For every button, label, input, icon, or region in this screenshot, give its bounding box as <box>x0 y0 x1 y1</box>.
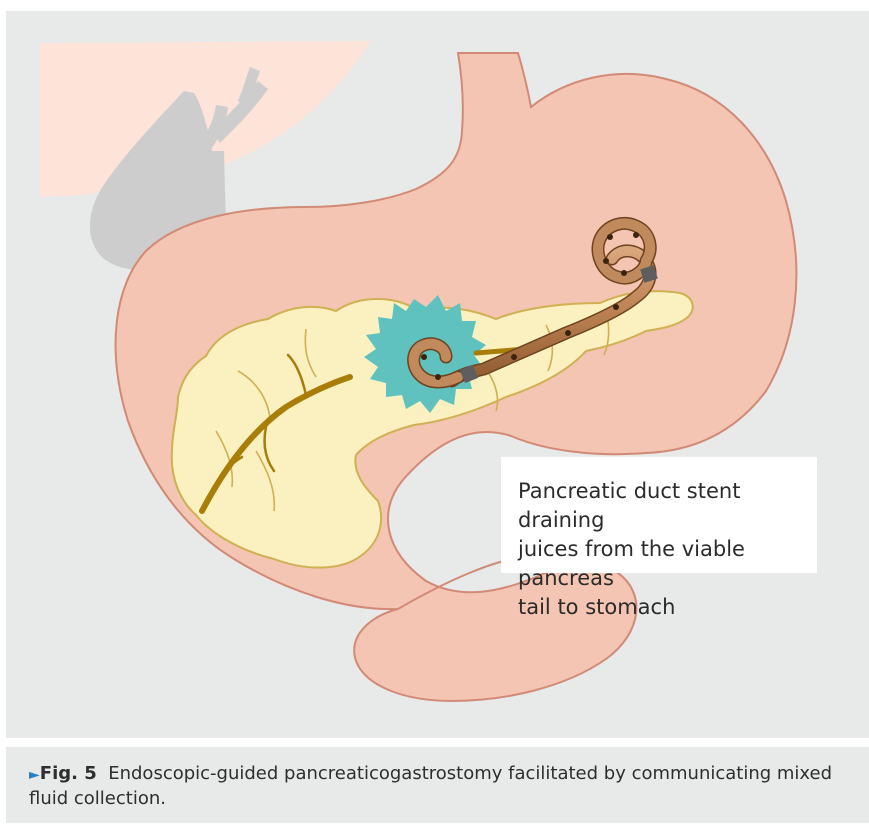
callout-line-3: tail to stomach <box>518 593 803 622</box>
stent-callout: Pancreatic duct stent draining juices fr… <box>501 457 817 573</box>
figure-caption: ►Fig. 5 Endoscopic-guided pancreaticogas… <box>6 747 869 823</box>
caption-figure-label: Fig. 5 <box>40 763 97 784</box>
figure-panel <box>6 11 869 738</box>
anatomy-illustration <box>6 11 869 738</box>
caption-arrow-icon: ► <box>29 767 40 783</box>
caption-text: Endoscopic-guided pancreaticogastrostomy… <box>29 763 832 809</box>
callout-line-1: Pancreatic duct stent draining <box>518 477 803 535</box>
callout-line-2: juices from the viable pancreas <box>518 535 803 593</box>
